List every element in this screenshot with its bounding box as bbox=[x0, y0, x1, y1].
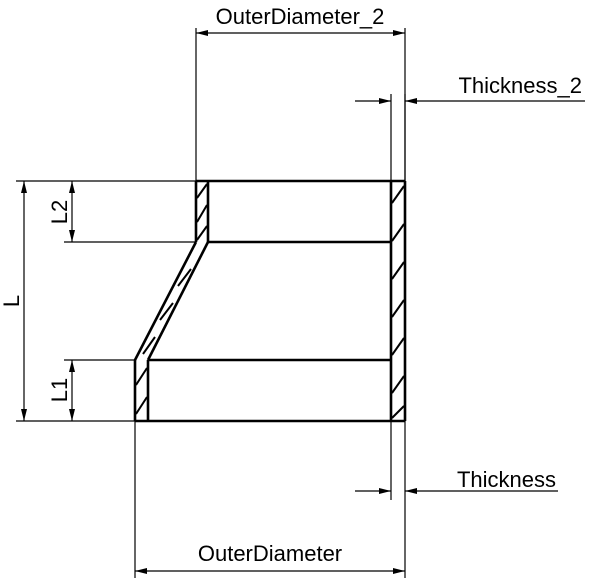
outer-diameter-dimension: OuterDiameter bbox=[134, 421, 405, 578]
outer-diameter-2-label: OuterDiameter_2 bbox=[216, 4, 385, 29]
thickness-2-dimension: Thickness_2 bbox=[355, 73, 585, 181]
length-2-label: L2 bbox=[47, 200, 72, 224]
thickness-2-label: Thickness_2 bbox=[458, 73, 582, 98]
length-label: L bbox=[0, 295, 24, 307]
section-hatching bbox=[135, 183, 405, 419]
length-2-dimension: L2 bbox=[47, 181, 196, 243]
outer-diameter-label: OuterDiameter bbox=[198, 541, 342, 566]
length-1-label: L1 bbox=[47, 378, 72, 402]
length-dimension: L bbox=[0, 180, 196, 422]
outer-diameter-2-dimension: OuterDiameter_2 bbox=[195, 4, 406, 181]
thickness-label: Thickness bbox=[457, 467, 556, 492]
length-1-dimension: L1 bbox=[47, 359, 135, 421]
part-outline bbox=[133, 179, 407, 423]
thickness-dimension: Thickness bbox=[355, 421, 558, 578]
